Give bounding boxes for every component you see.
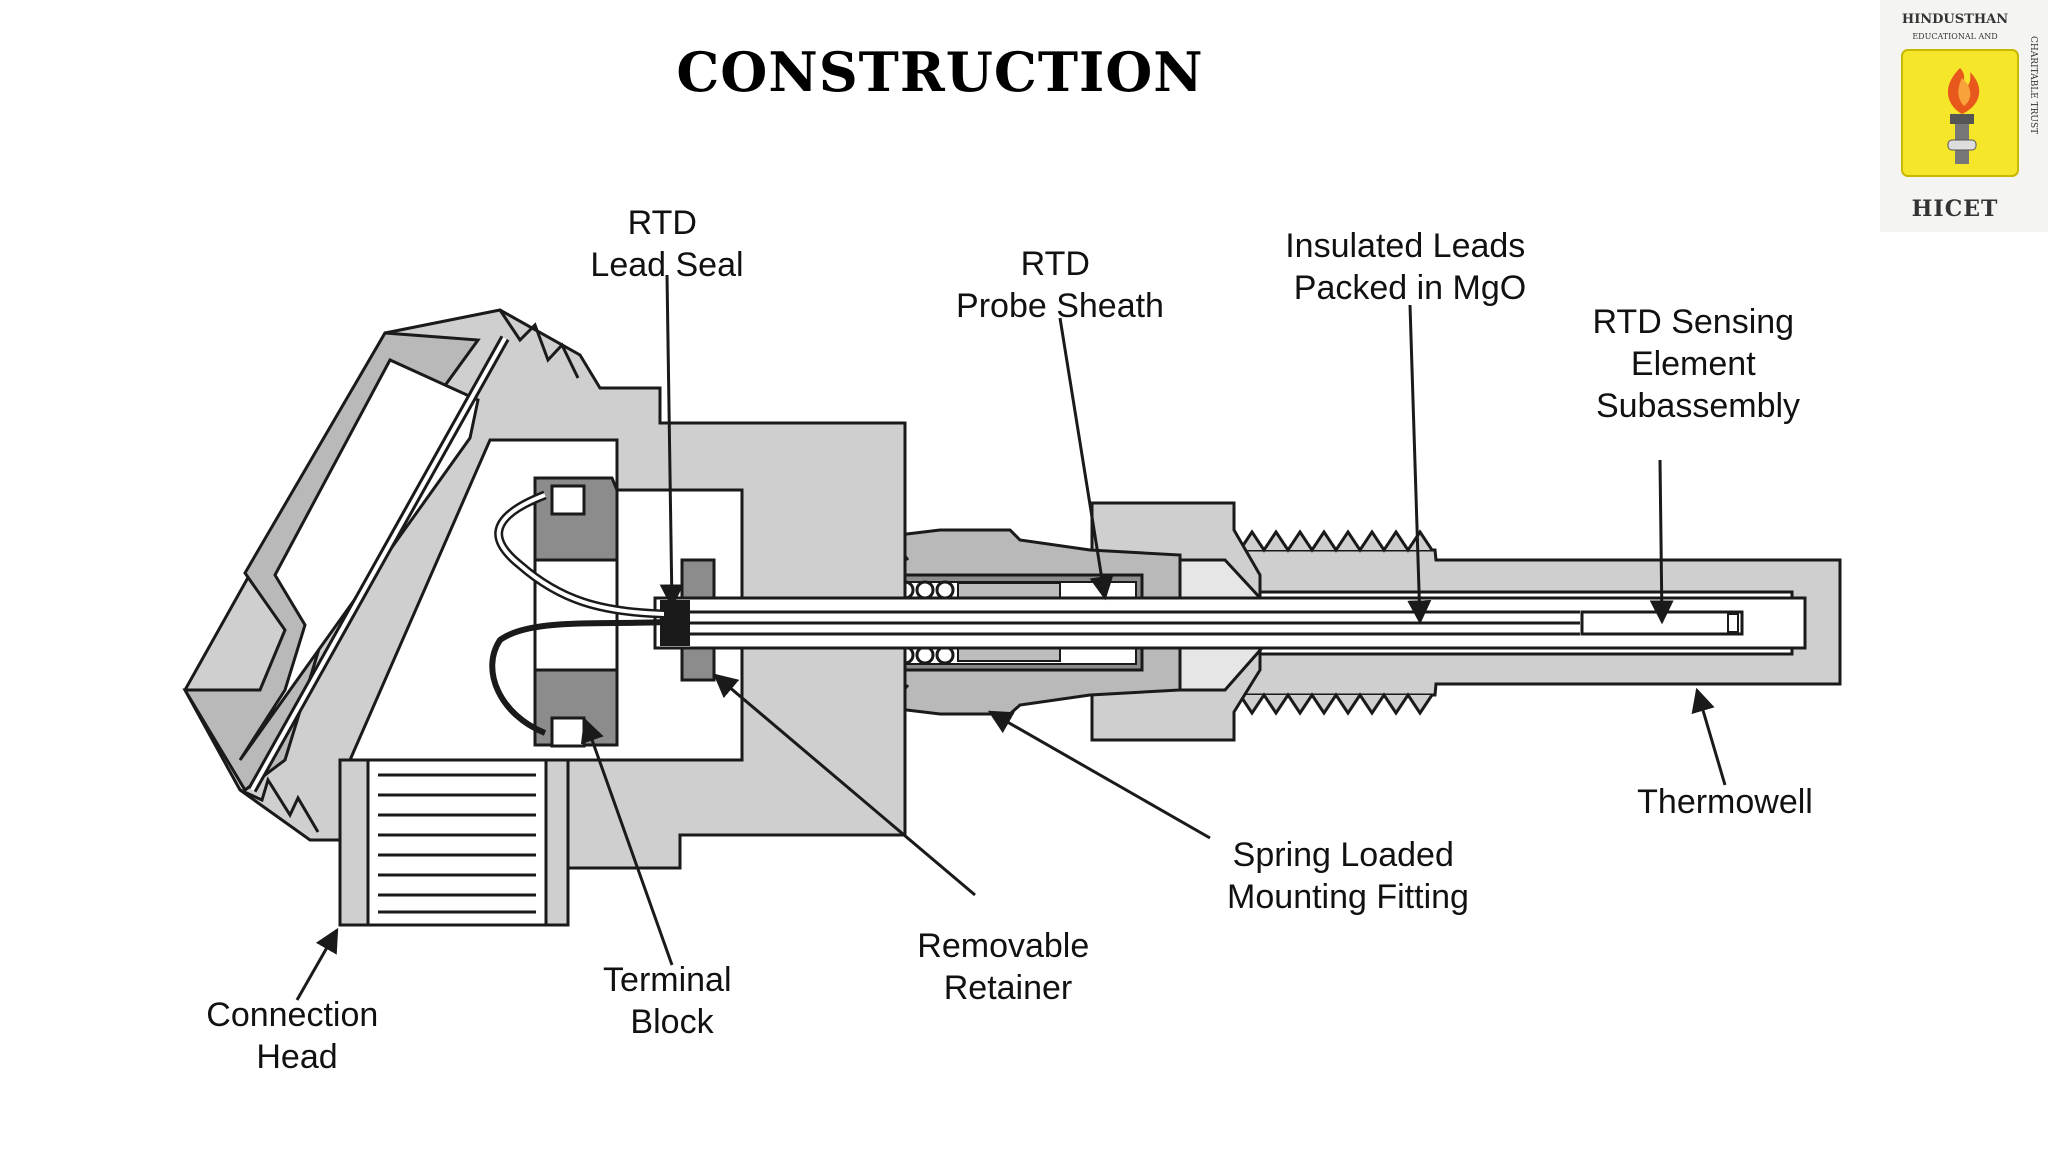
thermowell-label: Thermowell [1637, 783, 1813, 821]
logo-name: HINDUSTHAN [1901, 12, 2009, 27]
lead-seal [660, 600, 690, 646]
mounting-fitting-pointer [987, 710, 1211, 840]
cover-threads-bottom [239, 776, 320, 833]
logo-side-text: CHARITABLE TRUST [2028, 36, 2038, 135]
black-lead-wire [489, 619, 665, 736]
retainer-pointer [713, 673, 976, 897]
terminal-screw-bottom [550, 716, 586, 748]
terminal-block-label: Terminal Block [603, 961, 741, 1041]
sensing-element-label: RTD Sensing Element Subassembly [1592, 303, 1803, 425]
logo-subtitle: EDUCATIONAL AND [1912, 32, 1998, 41]
terminal-block-inner [533, 558, 619, 672]
sensing-element-tip [1727, 613, 1739, 633]
connection-head-pointer [295, 927, 339, 1001]
insulated-leads-label: Insulated Leads Packed in MgO [1285, 227, 1535, 307]
lead-seal-pointer [659, 274, 684, 609]
thermowell-threads-bottom [1238, 692, 1434, 716]
retainer-label: Removable Retainer [917, 927, 1098, 1007]
probe-sheath-label: RTD Probe Sheath [956, 245, 1164, 325]
thermowell-threads-top [1238, 529, 1434, 553]
hicet-logo: HINDUSTHAN EDUCATIONAL AND CHARITABLE TR… [1880, 0, 2048, 232]
slide-title: CONSTRUCTION [676, 40, 1204, 104]
conduit-fins [366, 758, 548, 927]
head-cover-inner [238, 358, 480, 761]
mounting-fitting-label: Spring Loaded Mounting Fitting [1227, 836, 1469, 916]
cover-threads-top [498, 309, 580, 379]
conduit-fin-lines [378, 773, 536, 914]
probe-sheath-pointer [1058, 317, 1114, 601]
insulated-leads-pointer [1407, 304, 1432, 625]
terminal-block-pointer [580, 717, 674, 966]
terminal-screw-top [550, 484, 586, 516]
thermowell-pointer [1691, 687, 1727, 786]
sensing-element-pointer [1649, 459, 1674, 625]
connection-head-label: Connection Head [206, 996, 387, 1076]
torch-emblem-icon [1901, 49, 2019, 177]
lead-seal-label: RTD Lead Seal [590, 204, 743, 284]
logo-acronym: HICET [1911, 196, 1999, 222]
